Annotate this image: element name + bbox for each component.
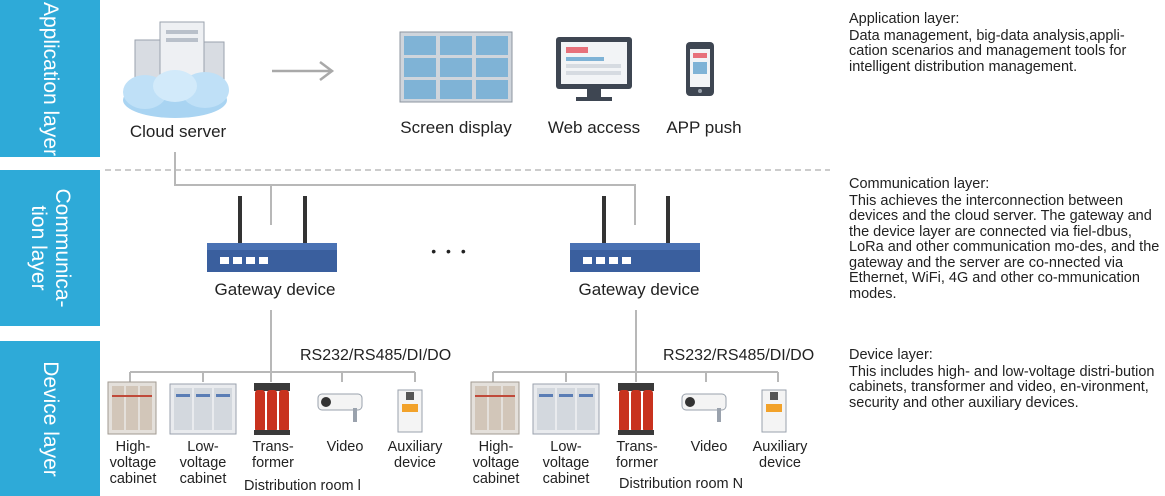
app-push-label: APP push [666,118,742,137]
application-description: Application layer: Data management, big-… [849,11,1161,75]
transformer-icon-2 [618,383,654,435]
device-label-transformer-2: Trans-former [616,439,658,471]
room-label-2: Distribution room N [619,476,744,492]
device-label-video-1: Video [326,439,364,455]
transformer-icon-1 [254,383,290,435]
auxiliary-device-icon-2 [761,389,787,433]
cloud-server-icon [123,21,229,118]
device-description-title: Device layer: [849,347,933,363]
high-voltage-cabinet-icon-2 [470,381,520,435]
connection-lines [129,152,779,382]
camera-icon-2 [681,393,727,422]
ellipsis: • • • [431,243,469,259]
gateway-icon-2 [570,196,700,272]
protocol-label-2: RS232/RS485/DI/DO [663,347,815,364]
device-label-high-voltage-1: High-voltage cabinet [109,439,157,487]
communication-description-title: Communication layer: [849,176,990,192]
device-label-low-voltage-1: Low-voltage cabinet [179,439,227,487]
screen-display-label: Screen display [400,118,512,137]
communication-description: Communication layer: This achieves the i… [849,176,1161,302]
monitor-icon [556,37,632,101]
protocol-label-1: RS232/RS485/DI/DO [300,347,452,364]
application-description-text: Data management, big-data analysis,appli… [849,27,1127,75]
device-label-low-voltage-2: Low-voltage cabinet [542,439,590,487]
gateway-label-1: Gateway device [214,280,336,299]
device-description: Device layer: This includes high- and lo… [849,347,1161,411]
auxiliary-device-icon-1 [397,389,423,433]
low-voltage-cabinet-icon-1 [169,383,237,435]
device-layer-band: Device layer [0,341,100,496]
gateway-label-2: Gateway device [578,280,700,299]
communication-description-text: This achieves the interconnection betwee… [849,192,1160,302]
device-label-high-voltage-2: High-voltage cabinet [472,439,520,487]
device-label-auxiliary-1: Auxiliary device [387,439,443,471]
device-label-auxiliary-2: Auxiliary device [752,439,808,471]
communication-layer-band: Communica- tion layer [0,170,100,326]
device-label-video-2: Video [690,439,728,455]
room-label-1: Distribution room l [244,478,361,494]
application-layer-band: Application layer [0,0,100,157]
low-voltage-cabinet-icon-2 [532,383,600,435]
high-voltage-cabinet-icon-1 [107,381,157,435]
gateway-icon-1 [207,196,337,272]
application-description-title: Application layer: [849,11,960,27]
device-description-text: This includes high- and low-voltage dist… [849,363,1155,411]
video-wall-icon [399,31,513,103]
arrow-icon [272,61,335,81]
device-label-transformer-1: Trans-former [252,439,294,471]
cloud-server-label: Cloud server [129,122,227,141]
web-access-label: Web access [547,118,641,137]
phone-icon [686,42,714,96]
camera-icon-1 [317,393,363,422]
